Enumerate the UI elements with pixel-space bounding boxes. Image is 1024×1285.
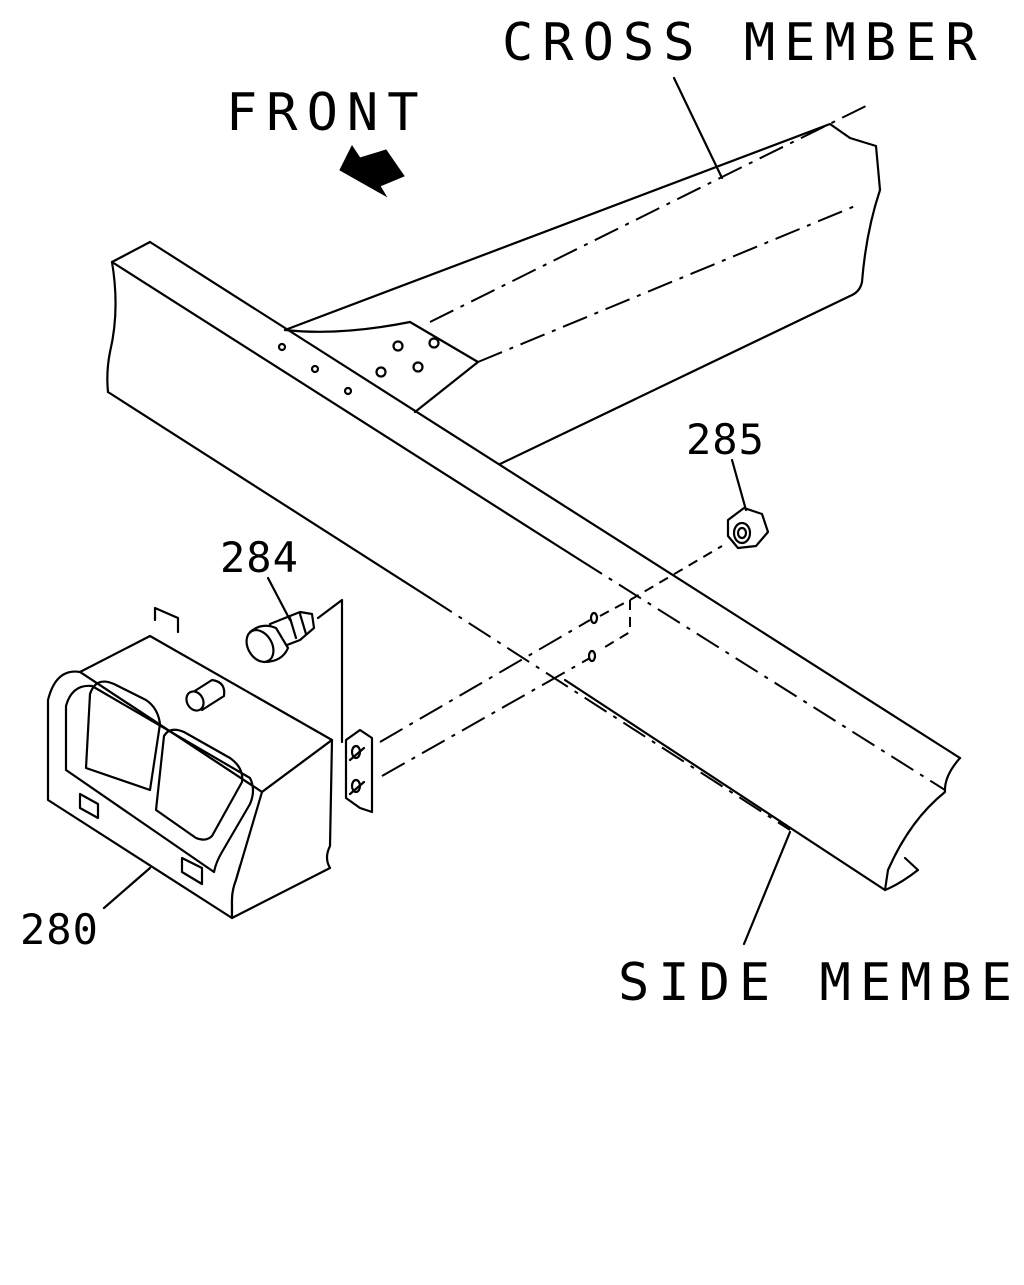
bolt-284 — [245, 610, 316, 664]
leader-lines — [102, 76, 792, 946]
side-member — [106, 240, 962, 892]
bracket-280 — [46, 606, 374, 920]
cross-member-label: CROSS MEMBER — [502, 13, 986, 73]
part-number-284: 284 — [220, 533, 299, 582]
bolt-centerline-lower — [381, 657, 591, 777]
part-number-285: 285 — [686, 415, 765, 464]
arrow-icon — [339, 145, 405, 198]
part-number-280: 280 — [20, 905, 99, 954]
bolt-centerline-upper — [379, 619, 591, 743]
cross-member — [283, 103, 882, 466]
mounting-holes — [587, 545, 723, 663]
bolt-284-centerline — [316, 598, 344, 744]
front-label: FRONT — [226, 83, 428, 143]
gusset-plate — [277, 320, 480, 414]
nut-285 — [726, 506, 770, 550]
side-member-label: SIDE MEMBER — [618, 953, 1024, 1013]
